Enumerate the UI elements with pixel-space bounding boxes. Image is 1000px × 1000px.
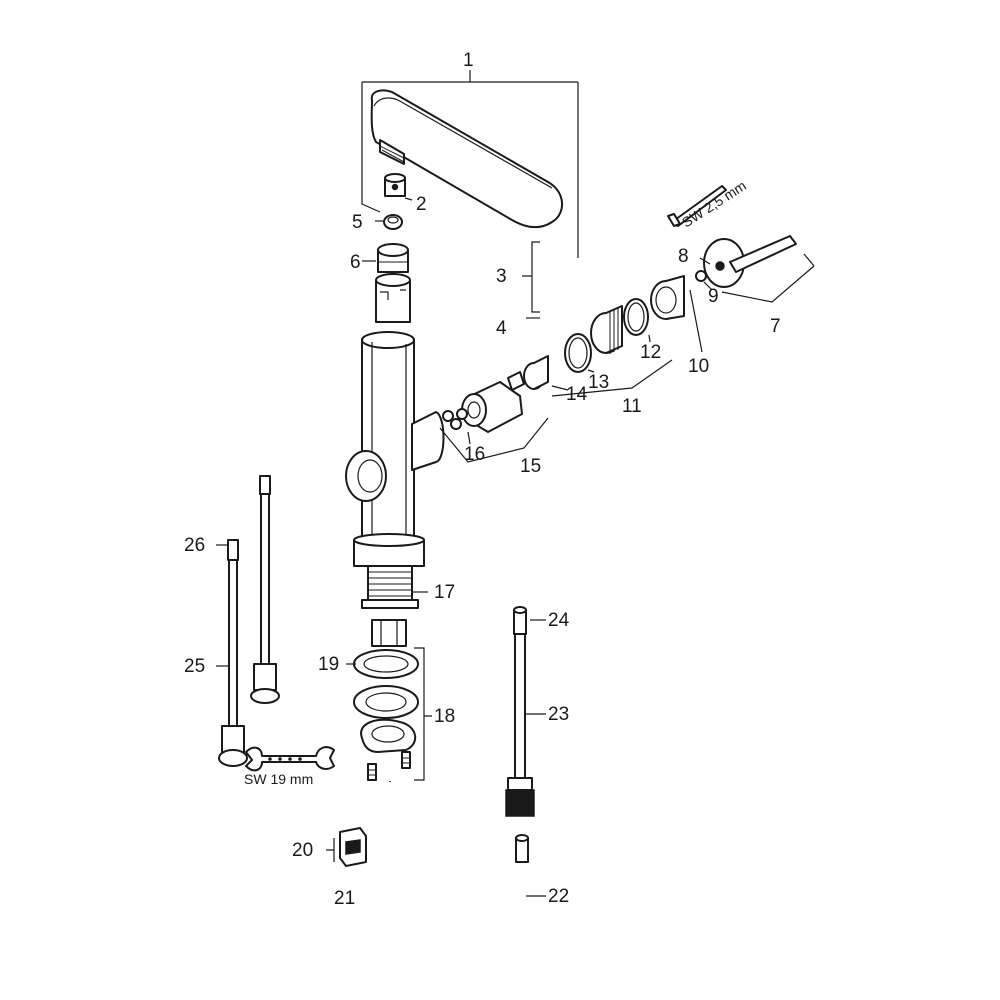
wrench-size-note: SW 19 mm bbox=[244, 771, 313, 787]
grub-screw bbox=[695, 270, 707, 282]
label-21: 21 bbox=[334, 888, 355, 909]
small-seal bbox=[383, 214, 403, 230]
label-9: 9 bbox=[708, 286, 719, 307]
label-20: 20 bbox=[292, 840, 313, 861]
threaded-shank bbox=[361, 565, 419, 609]
label-17: 17 bbox=[434, 582, 455, 603]
mounting-nut bbox=[371, 619, 407, 647]
supply-hose-left bbox=[218, 539, 248, 767]
label-3: 3 bbox=[496, 266, 507, 287]
label-24: 24 bbox=[548, 610, 570, 631]
label-4: 4 bbox=[496, 318, 507, 339]
label-19: 19 bbox=[318, 654, 339, 675]
allen-key-size-note: SW 2,5 mm bbox=[679, 177, 749, 230]
washer bbox=[353, 649, 419, 679]
label-12: 12 bbox=[640, 342, 661, 363]
supply-hose-right bbox=[250, 475, 280, 704]
horseshoe-bracket bbox=[360, 718, 416, 753]
label-2: 2 bbox=[416, 194, 427, 215]
aerator-insert bbox=[384, 173, 406, 197]
label-1: 1 bbox=[463, 50, 474, 71]
label-26: 26 bbox=[184, 535, 205, 556]
label-13: 13 bbox=[588, 372, 609, 393]
part-labels: 1 2 3 4 5 6 7 8 9 10 11 12 13 14 15 16 1… bbox=[184, 50, 781, 909]
label-14: 14 bbox=[566, 384, 588, 405]
hose-connector-23 bbox=[505, 606, 535, 817]
label-25: 25 bbox=[184, 656, 205, 677]
label-16: 16 bbox=[464, 444, 485, 465]
threaded-ring-11 bbox=[590, 305, 623, 354]
label-6: 6 bbox=[350, 252, 361, 273]
label-10: 10 bbox=[688, 356, 709, 377]
fixing-screws bbox=[367, 751, 411, 781]
label-22: 22 bbox=[548, 886, 569, 907]
nut-14 bbox=[523, 355, 549, 390]
cartridge-seals bbox=[442, 408, 468, 430]
o-ring-12 bbox=[623, 298, 649, 336]
hose-clip bbox=[339, 827, 367, 867]
label-11: 11 bbox=[622, 396, 642, 417]
label-5: 5 bbox=[352, 212, 363, 233]
cartridge bbox=[461, 371, 525, 433]
mounting-plate bbox=[353, 685, 419, 719]
pull-out-hose bbox=[383, 781, 529, 965]
handle-lever bbox=[703, 235, 797, 288]
allen-key-icon bbox=[667, 185, 727, 227]
label-23: 23 bbox=[548, 704, 569, 725]
leader-lines bbox=[216, 70, 815, 897]
label-18: 18 bbox=[434, 706, 455, 727]
connector-sleeve bbox=[375, 273, 411, 323]
label-7: 7 bbox=[770, 316, 781, 337]
faucet-body bbox=[345, 331, 445, 567]
spout bbox=[370, 89, 563, 228]
label-15: 15 bbox=[520, 456, 541, 477]
o-ring-13 bbox=[564, 333, 592, 373]
adapter-nut bbox=[377, 243, 409, 273]
wrench-icon bbox=[245, 746, 335, 772]
sleeve-10 bbox=[650, 275, 685, 320]
label-8: 8 bbox=[678, 246, 689, 267]
